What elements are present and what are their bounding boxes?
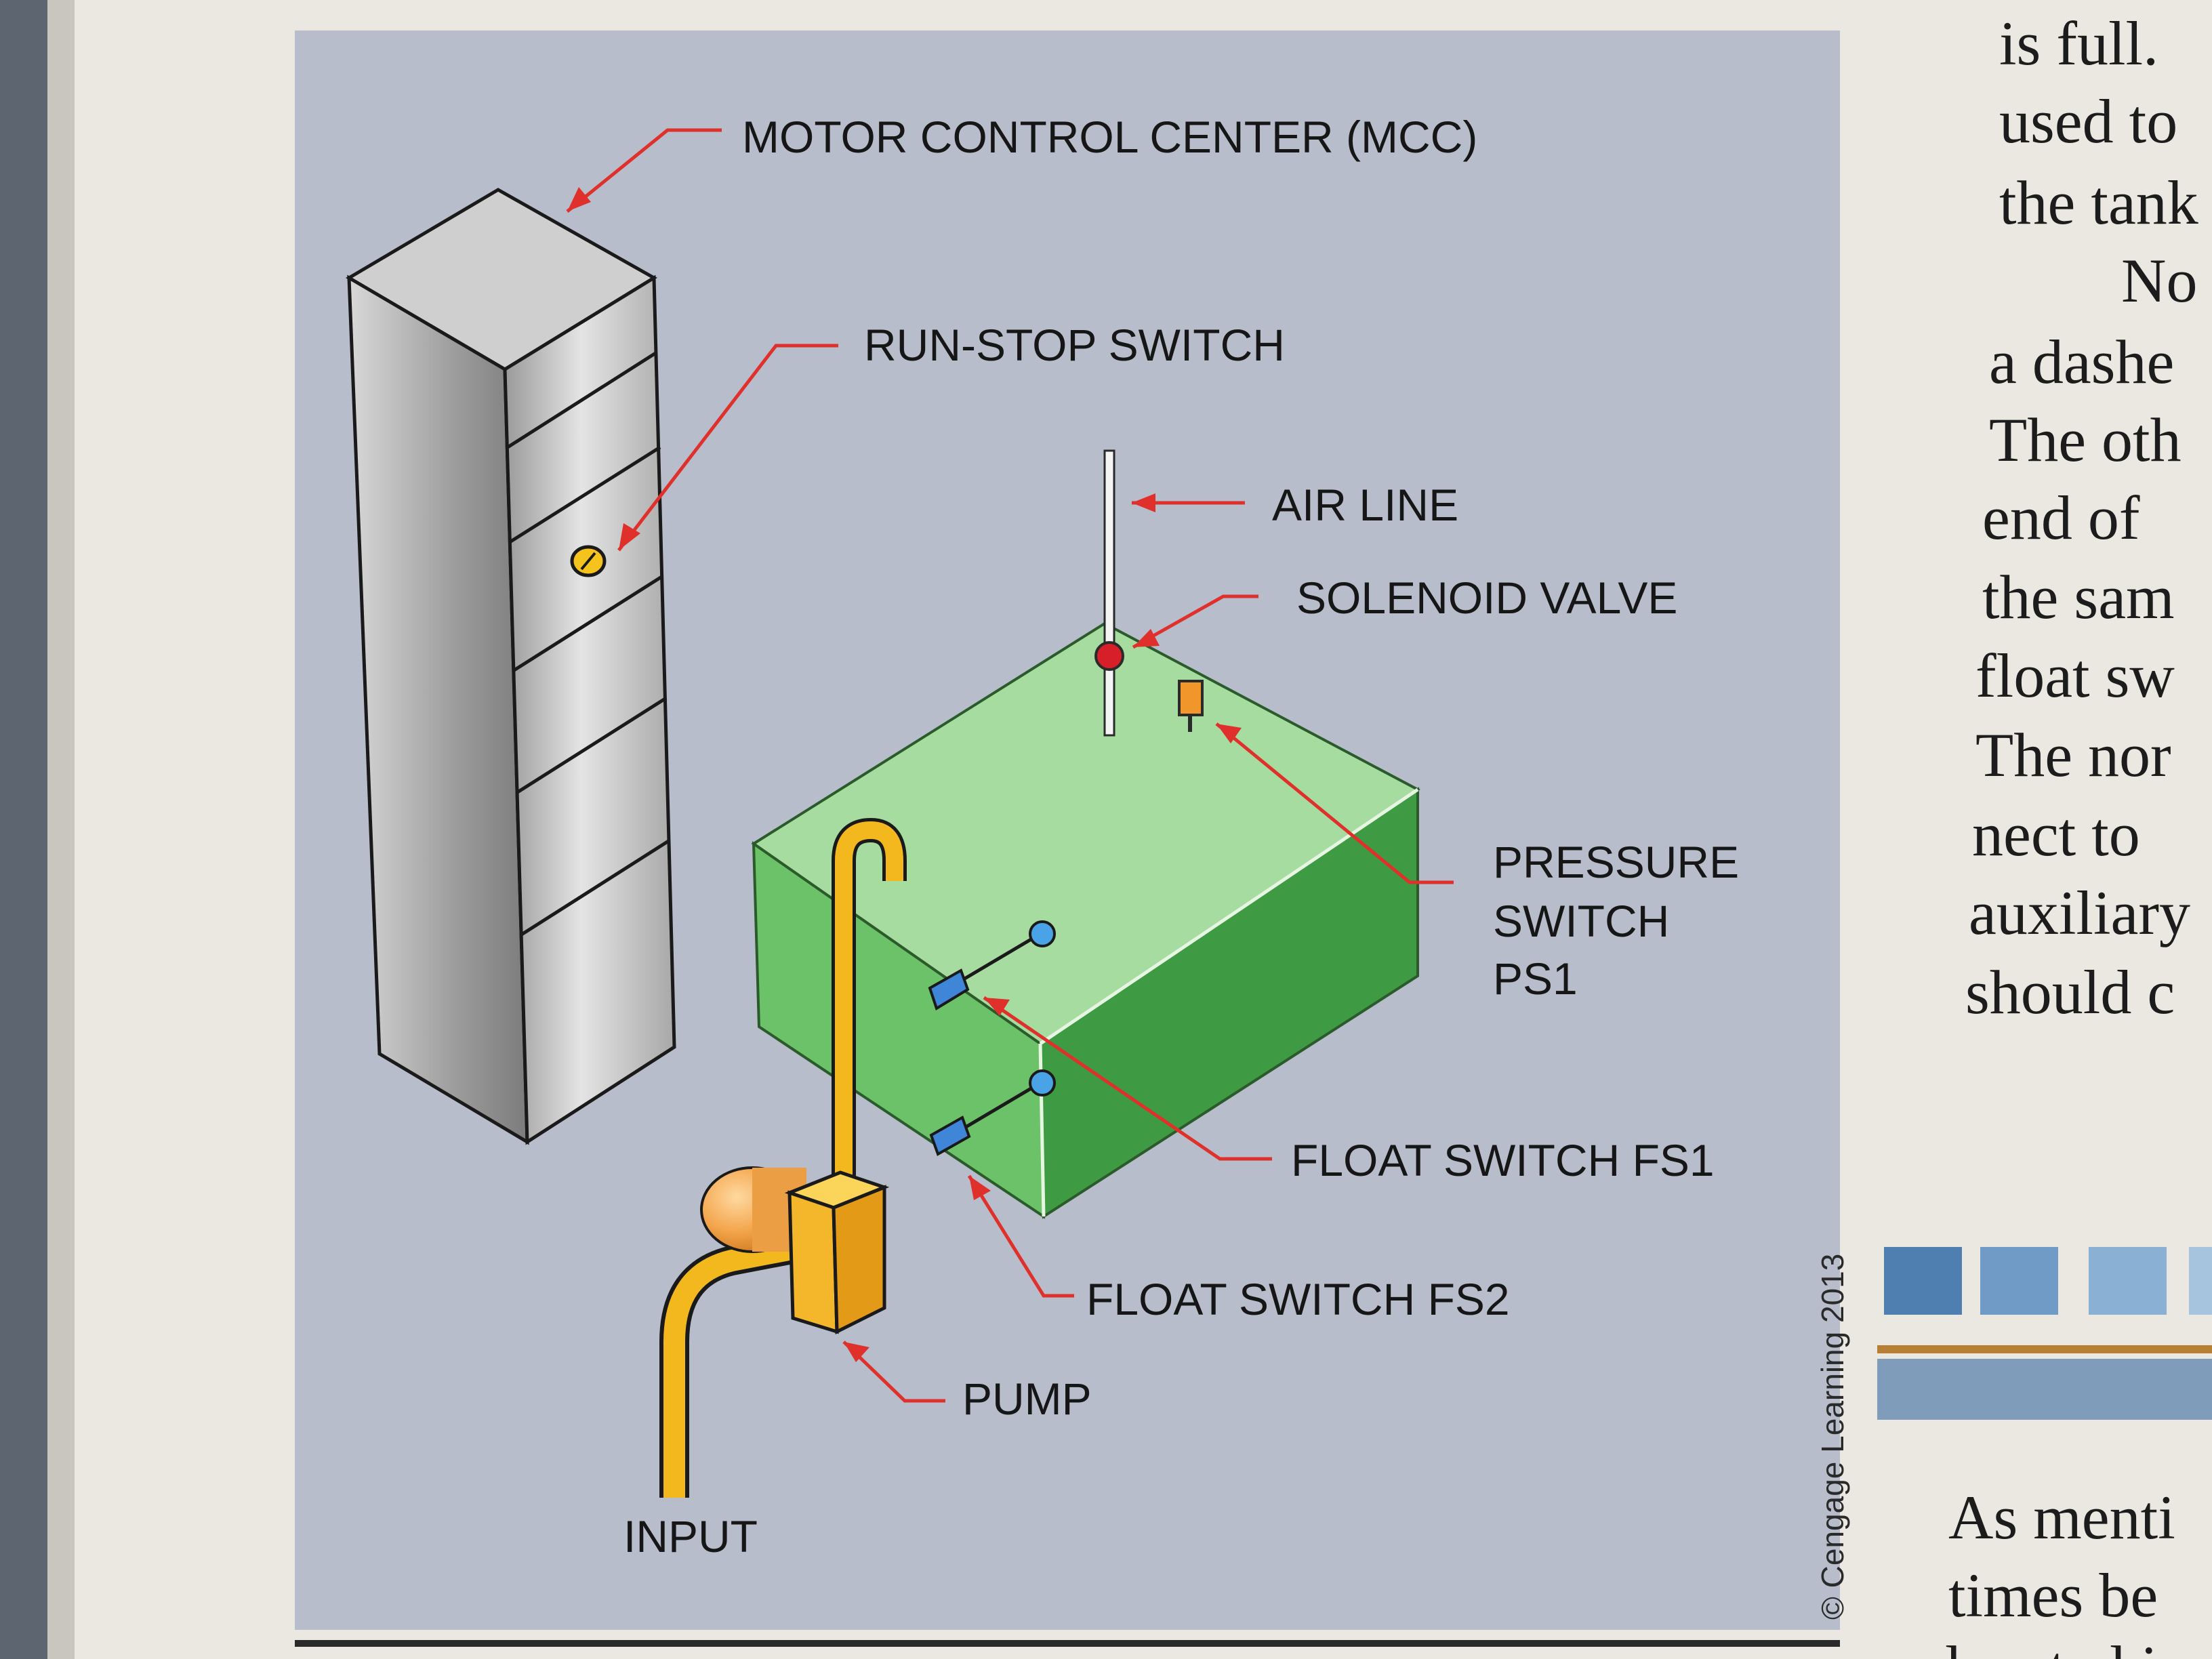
body-line: should c [1965, 958, 2175, 1027]
body-line: is full. [1999, 9, 2158, 78]
label-float-switch-fs1: FLOAT SWITCH FS1 [1291, 1135, 1715, 1185]
run-stop-switch[interactable] [570, 545, 607, 577]
body-line: used to [1999, 87, 2177, 156]
cabinet-drawer-dividers [506, 350, 671, 937]
book-edge [0, 0, 47, 1659]
float-switch-fs2[interactable] [929, 1069, 1056, 1156]
leader-arrowheads [567, 187, 1242, 1362]
body-line: The oth [1989, 405, 2182, 474]
copyright-credit: © Cengage Learning 2013 [1815, 1254, 1850, 1620]
label-air-line: AIR LINE [1272, 480, 1458, 530]
label-pump: PUMP [962, 1374, 1092, 1424]
label-pressure-switch-line1: PRESSURE [1493, 837, 1739, 887]
pressure-switch-ps1[interactable] [1178, 680, 1204, 732]
body-line: As menti [1948, 1483, 2175, 1552]
solenoid-valve[interactable] [1094, 641, 1124, 671]
body-line: No [2121, 246, 2197, 315]
air-line [1103, 449, 1115, 737]
label-solenoid-valve: SOLENOID VALVE [1296, 573, 1677, 623]
section-decoration [1877, 1247, 2212, 1420]
pump[interactable] [700, 1166, 890, 1334]
discharge-pipe [832, 817, 907, 1196]
body-line: times be [1948, 1561, 2158, 1630]
body-line: nect to [1972, 800, 2140, 869]
body-line: float sw [1975, 641, 2175, 710]
leader-lines [566, 128, 1454, 1403]
label-pressure-switch-line2: SWITCH [1493, 896, 1669, 946]
body-line: The nor [1975, 720, 2171, 790]
body-line: the tank [1999, 168, 2198, 237]
label-pressure-switch-line3: PS1 [1493, 954, 1578, 1004]
body-line: end of [1982, 483, 2140, 552]
body-line: located i [1945, 1633, 2158, 1659]
label-mcc: MOTOR CONTROL CENTER (MCC) [742, 112, 1477, 162]
figure-bottom-rule [295, 1640, 1840, 1647]
label-float-switch-fs2: FLOAT SWITCH FS2 [1086, 1274, 1510, 1324]
body-text-column: is full. used to the tank No a dashe The… [1945, 9, 2198, 1659]
body-line: auxiliary [1969, 878, 2190, 947]
body-line: a dashe [1989, 327, 2174, 396]
label-input: INPUT [623, 1511, 758, 1561]
float-switch-fs1[interactable] [928, 920, 1056, 1011]
input-pipe [659, 1231, 813, 1498]
motor-control-center-cabinet [346, 188, 676, 1145]
body-line: the sam [1982, 562, 2175, 632]
label-run-stop-switch: RUN-STOP SWITCH [864, 320, 1285, 370]
